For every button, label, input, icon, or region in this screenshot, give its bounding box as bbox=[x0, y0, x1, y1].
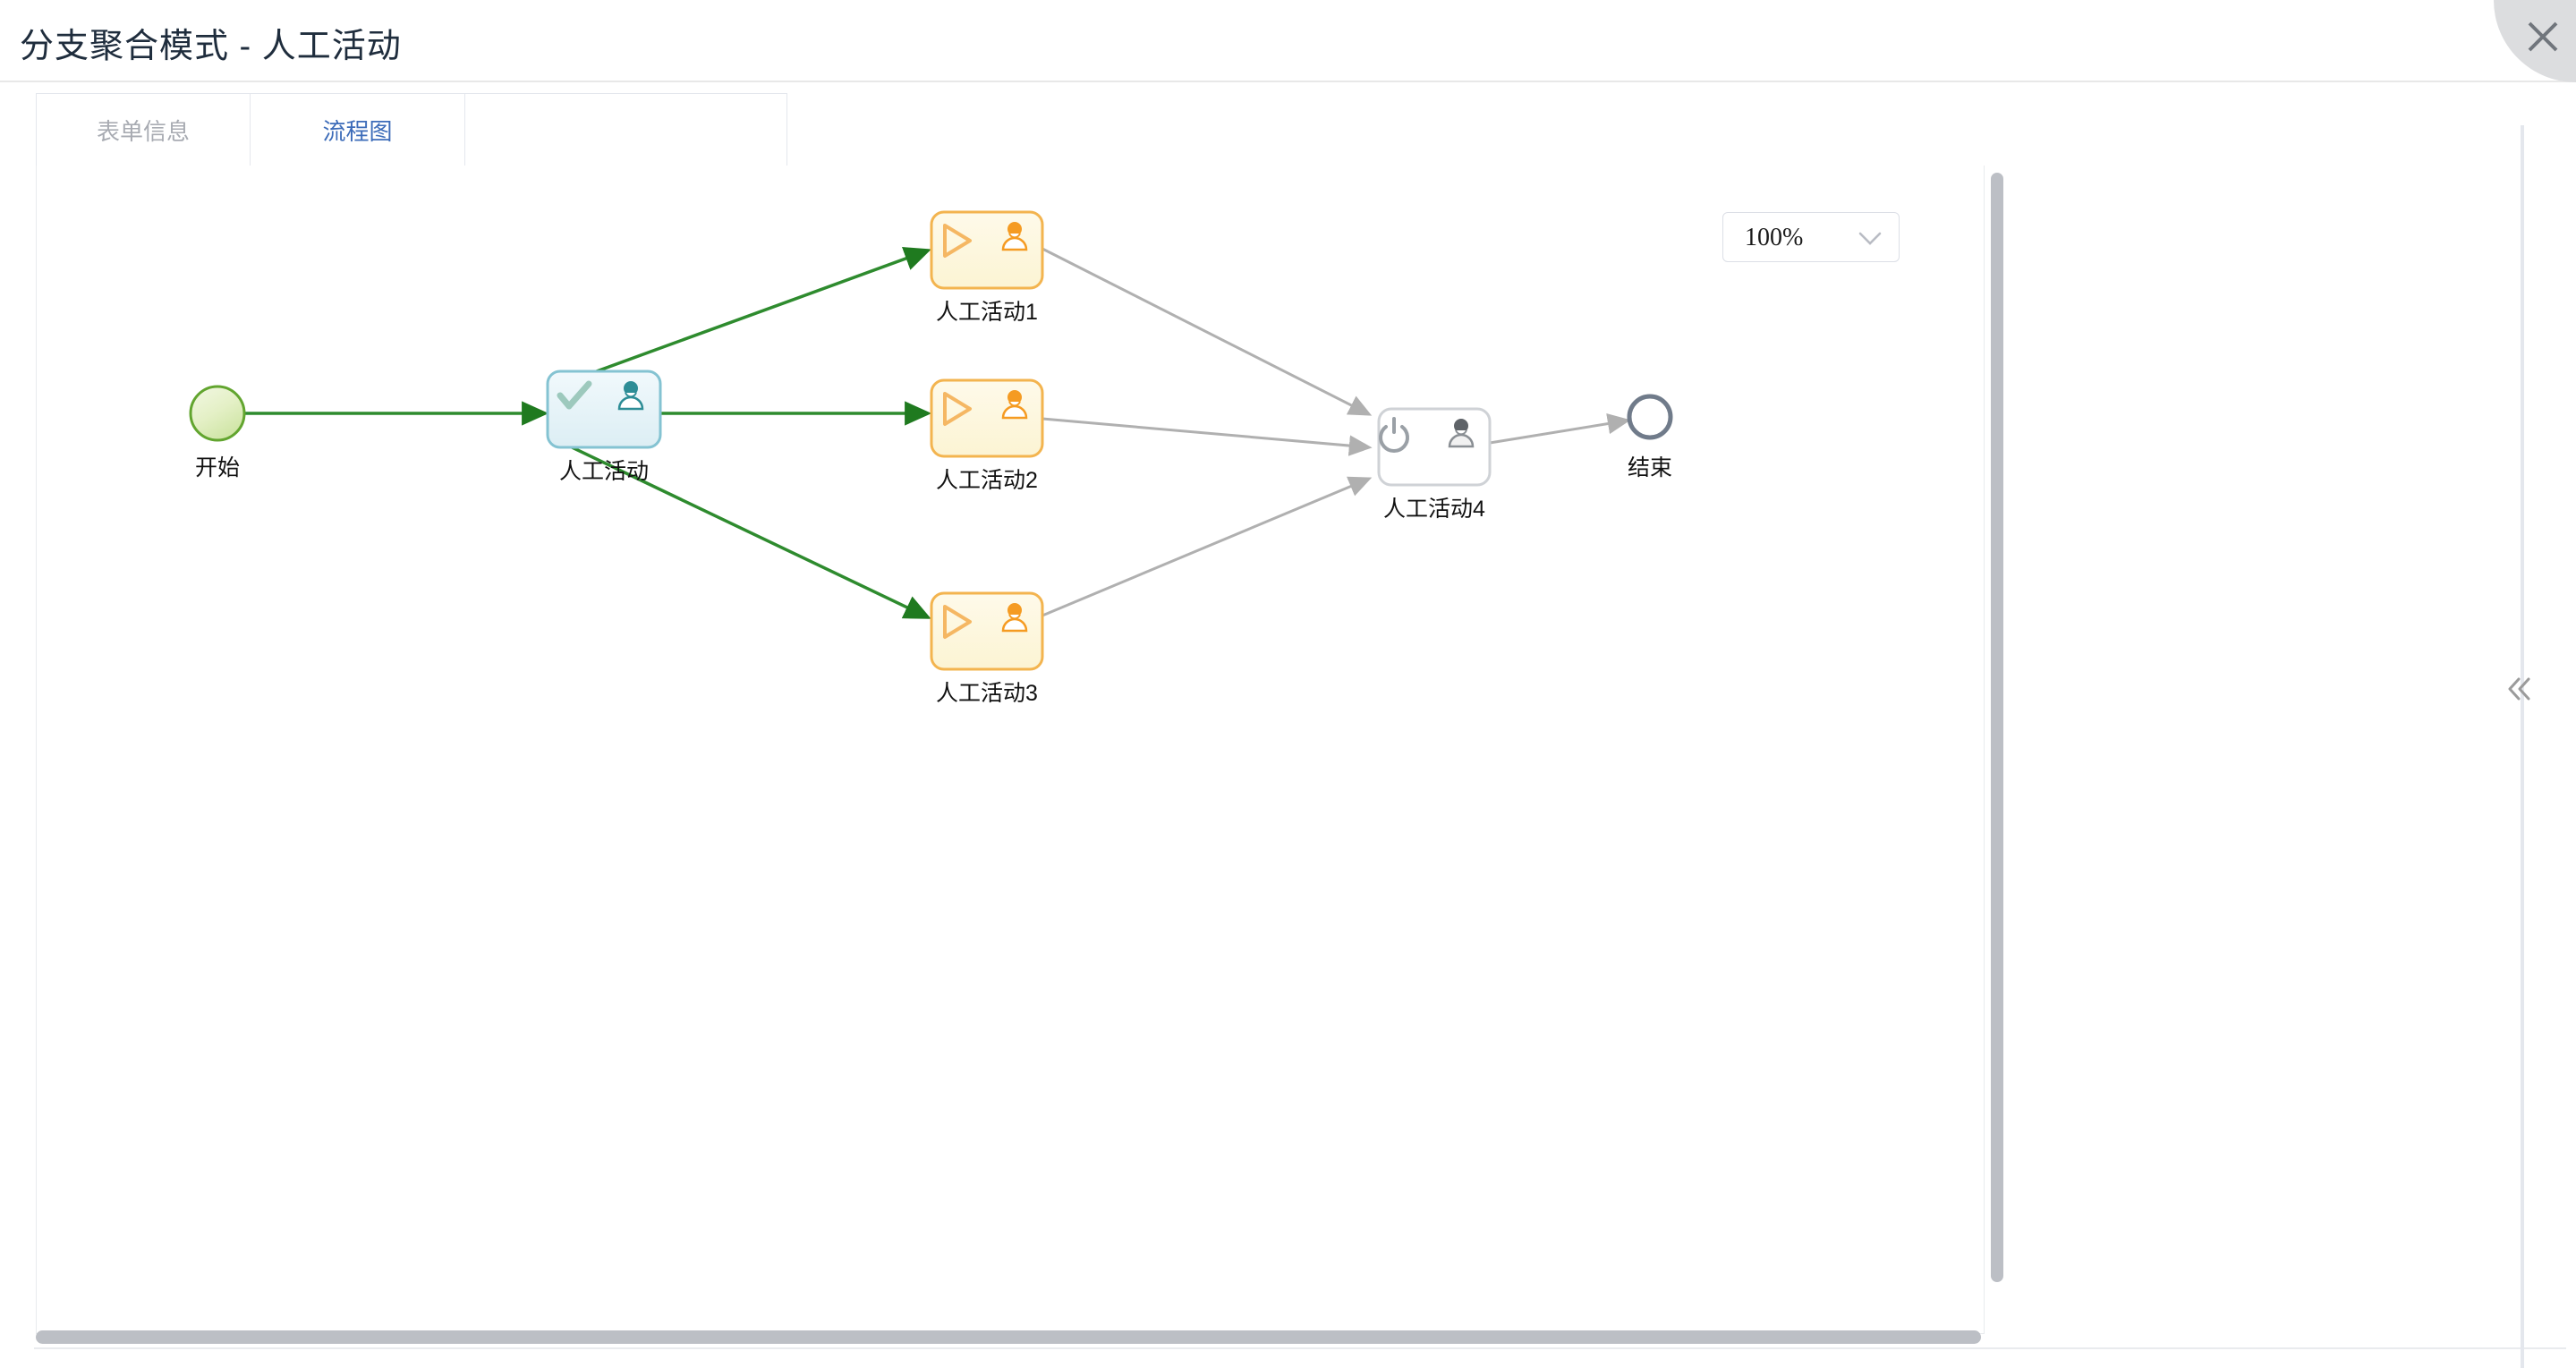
node-label-end: 结束 bbox=[1627, 455, 1673, 480]
node-label-task1: 人工活动1 bbox=[936, 300, 1038, 325]
flow-diagram-svg bbox=[189, 210, 1673, 671]
node-label-task2: 人工活动2 bbox=[936, 468, 1038, 493]
edge-task0-to-task1 bbox=[547, 247, 931, 391]
check-icon bbox=[557, 380, 592, 410]
vertical-scrollbar-thumb[interactable] bbox=[1991, 173, 2003, 1282]
node-task4[interactable] bbox=[1377, 407, 1492, 487]
close-button[interactable] bbox=[2494, 0, 2576, 82]
power-icon bbox=[1379, 417, 1409, 453]
user-icon bbox=[1001, 390, 1028, 420]
user-icon bbox=[1001, 222, 1028, 251]
tab-form-info[interactable]: 表单信息 bbox=[36, 93, 251, 166]
edge-task1-to-task4 bbox=[1041, 247, 1373, 416]
horizontal-scrollbar-thumb[interactable] bbox=[36, 1330, 1981, 1344]
tab-bar-filler bbox=[465, 93, 787, 166]
play-icon bbox=[943, 605, 972, 639]
play-icon bbox=[943, 392, 972, 426]
right-panel-divider bbox=[2521, 125, 2524, 1368]
edge-task2-to-task4 bbox=[1041, 417, 1373, 456]
page-title: 分支聚合模式 - 人工活动 bbox=[20, 28, 402, 65]
node-end[interactable] bbox=[1627, 394, 1673, 440]
user-icon bbox=[1448, 419, 1475, 448]
tab-flow-chart[interactable]: 流程图 bbox=[251, 93, 465, 166]
edge-task4-to-end bbox=[1489, 413, 1631, 445]
user-icon bbox=[1001, 603, 1028, 633]
zoom-level-select[interactable]: 100% bbox=[1722, 212, 1900, 262]
double-chevron-left-icon bbox=[2504, 674, 2535, 709]
chevron-down-icon bbox=[1858, 231, 1883, 251]
edge-task0-to-task3 bbox=[547, 434, 931, 619]
edge-task3-to-task4 bbox=[1041, 476, 1373, 617]
collapse-panel-button[interactable] bbox=[2500, 667, 2539, 715]
node-label-task0: 人工活动 bbox=[558, 459, 650, 484]
user-icon bbox=[617, 381, 644, 411]
node-task1[interactable] bbox=[930, 210, 1044, 290]
panel-bottom-divider bbox=[34, 1347, 2566, 1349]
node-task3[interactable] bbox=[930, 591, 1044, 671]
node-task2[interactable] bbox=[930, 378, 1044, 458]
dialog-header: 分支聚合模式 - 人工活动 bbox=[0, 0, 2576, 82]
tab-bar: 表单信息 流程图 bbox=[36, 93, 787, 166]
node-task0[interactable] bbox=[546, 370, 662, 449]
node-label-task4: 人工活动4 bbox=[1383, 497, 1485, 522]
play-icon bbox=[943, 224, 972, 258]
zoom-level-value: 100% bbox=[1745, 224, 1804, 251]
node-label-start: 开始 bbox=[194, 455, 241, 480]
flow-canvas[interactable]: 开始 人工活动 人工活动1 人工活动2 人工活动3 人工活动4 结束 bbox=[36, 166, 1985, 1334]
node-label-task3: 人工活动3 bbox=[936, 681, 1038, 706]
node-start[interactable] bbox=[189, 385, 246, 442]
